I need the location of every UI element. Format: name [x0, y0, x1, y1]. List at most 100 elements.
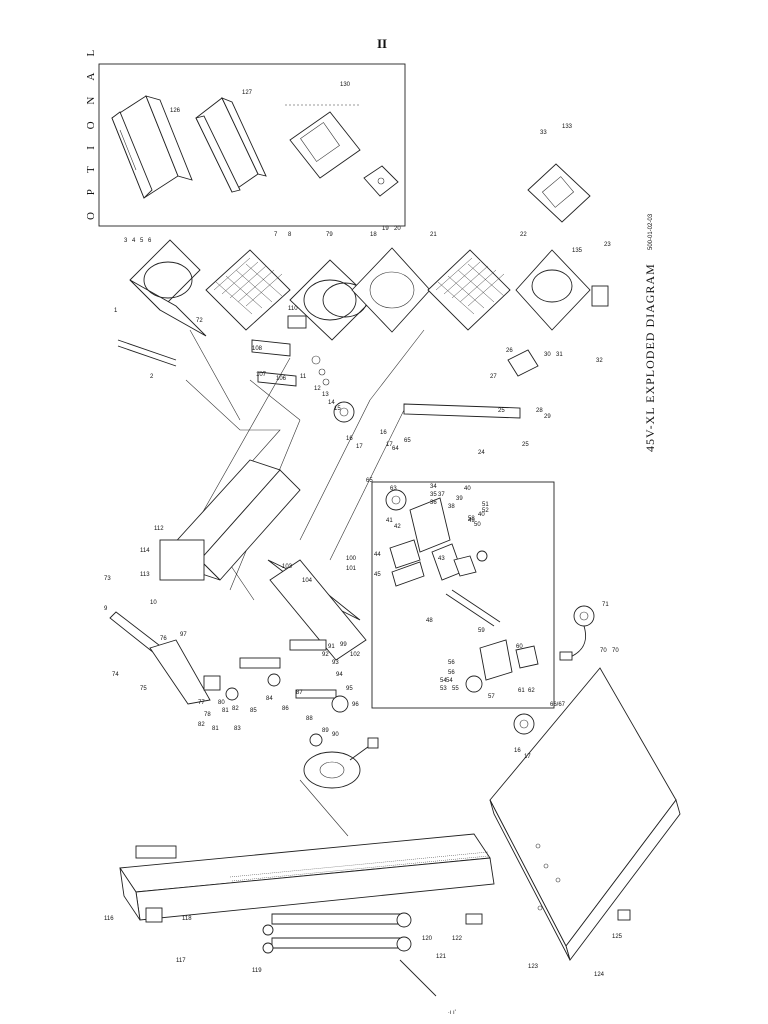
part-label: 70: [600, 648, 607, 654]
part-label: 78: [204, 712, 211, 718]
part-label: 106: [276, 376, 287, 382]
leader-lines: [169, 329, 425, 837]
part-label: 60: [516, 644, 523, 650]
part-label: 22: [520, 232, 527, 238]
part-label: 62: [528, 688, 535, 694]
part-label: 125: [612, 934, 623, 940]
part-label: 102: [350, 652, 361, 658]
part-label: 16: [380, 430, 387, 436]
part-label: 123: [528, 964, 539, 970]
part-label: 1: [114, 308, 118, 314]
part-label: 59: [478, 628, 485, 634]
part-label: 88: [306, 716, 313, 722]
part-label: 121: [436, 954, 447, 960]
part-label: 19: [382, 226, 389, 232]
base-table: [465, 667, 681, 961]
part-127-bracket: [195, 97, 267, 193]
lever-arm: [109, 611, 221, 705]
part-label: 85: [250, 708, 257, 714]
part-label: 34: [430, 484, 437, 490]
part-label: 48: [426, 618, 433, 624]
part-label: 124: [594, 972, 605, 978]
part-21-heater-grille: [427, 249, 511, 331]
part-7-heater-grille: [205, 249, 291, 331]
part-label: 17: [356, 444, 363, 450]
handwheel: [303, 737, 379, 789]
part-label: 82: [198, 722, 205, 728]
part-label: 91: [328, 644, 335, 650]
part-label: 54: [440, 678, 447, 684]
part-label: 108: [252, 346, 263, 352]
part-label: 120: [422, 936, 433, 942]
part-label: 51: [482, 502, 489, 508]
part-label: 82: [232, 706, 239, 712]
part-label: 72: [196, 318, 203, 324]
part-label: 94: [336, 672, 343, 678]
part-label: 15: [334, 406, 341, 412]
part-label: 33: [540, 130, 547, 136]
part-label: 117: [176, 958, 186, 964]
part-label: 66/67: [550, 702, 566, 708]
part-label: 70: [612, 648, 619, 654]
part-label: 35: [430, 492, 437, 498]
part-label: 76: [160, 636, 167, 642]
part-label: 103: [282, 564, 293, 570]
part-label: 65: [404, 438, 411, 444]
page-number: II: [377, 36, 387, 51]
part-label: 38: [448, 504, 455, 510]
part-label: 17: [386, 442, 393, 448]
part-label: 58: [468, 516, 475, 522]
part-label: 40: [478, 512, 485, 518]
part-label: 11: [300, 374, 307, 380]
part-label: 80: [218, 700, 225, 706]
part-label: 84: [266, 696, 273, 702]
part-label: 27: [490, 374, 497, 380]
part-label: 6: [148, 238, 152, 244]
part-label: 10: [150, 600, 157, 606]
part-label: 71: [602, 602, 609, 608]
part-label: 55: [452, 686, 459, 692]
part-label: 87: [296, 690, 303, 696]
part-label: 29: [544, 414, 551, 420]
part-label: 83: [234, 726, 241, 732]
part-label: 96: [352, 702, 359, 708]
part-label: 92: [322, 652, 329, 658]
part-label: 90: [332, 732, 339, 738]
part-label: 21: [430, 232, 437, 238]
part-label: 116: [104, 916, 114, 922]
part-label: 54: [446, 678, 453, 684]
part-label: 18: [370, 232, 377, 238]
part-126-bracket: [111, 95, 193, 199]
linkage-parts: [225, 639, 349, 747]
part-label: 57: [488, 694, 495, 700]
part-label: 5: [140, 238, 144, 244]
part-label: 23: [604, 242, 611, 248]
part-label: 52: [482, 508, 489, 514]
part-label: 25: [498, 408, 505, 414]
part-label: 107: [256, 372, 267, 378]
part-number-labels: 1 2 3 4 5 6 7 8 9 10 11 12 13 14 15 16 1…: [104, 82, 623, 978]
part-label: 126: [170, 108, 181, 114]
part-label: 45: [374, 572, 381, 578]
part-label: 43: [438, 556, 445, 562]
part-label: 16: [514, 748, 521, 754]
part-label: 44: [374, 552, 381, 558]
part-label: 75: [140, 686, 147, 692]
part-label: 114: [140, 548, 150, 554]
part-label: 73: [104, 576, 111, 582]
part-119-arms: [262, 912, 437, 997]
part-label: 31: [556, 352, 563, 358]
part-label: 49: [468, 518, 475, 524]
part-label: 14: [328, 400, 335, 406]
diagram-title: 45V-XL EXPLODED DIAGRAM: [643, 263, 657, 452]
main-column: [119, 833, 495, 923]
part-label: 32: [596, 358, 603, 364]
drawing-code: 500-01-02-03: [648, 213, 654, 250]
part-label: 63: [390, 486, 397, 492]
part-label: 41: [386, 518, 393, 524]
part-label: 119: [252, 968, 262, 974]
part-label: 86: [282, 706, 289, 712]
part-label: 25: [522, 442, 529, 448]
part-label: 118: [182, 916, 192, 922]
part-label: 53: [440, 686, 447, 692]
